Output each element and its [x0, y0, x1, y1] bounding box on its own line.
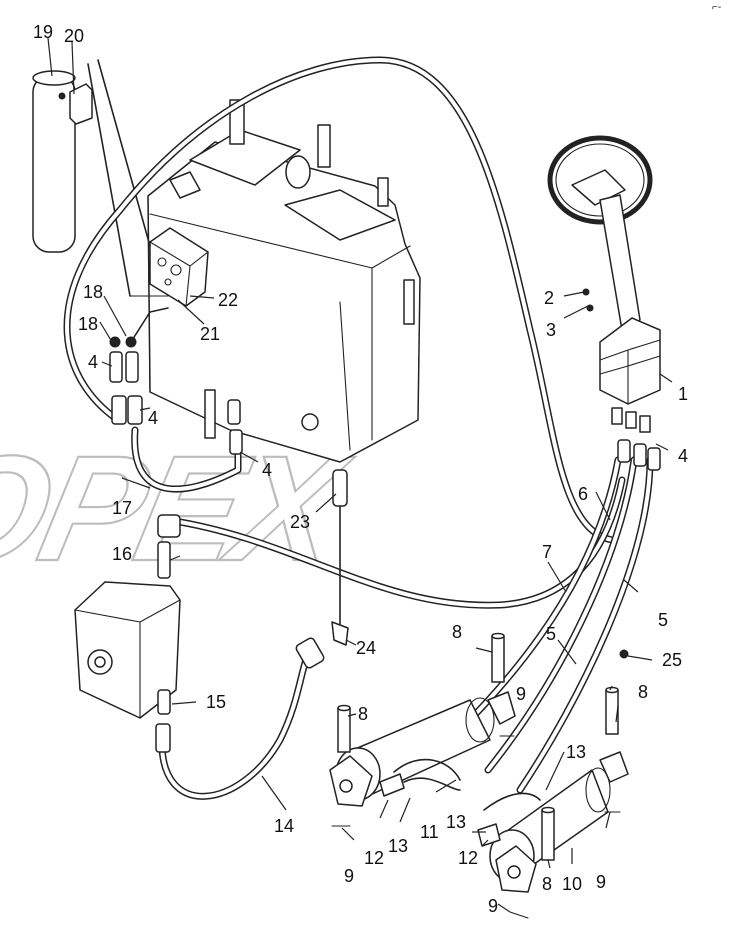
hydraulic-pump [74, 581, 181, 753]
callout-20: 20 [64, 26, 84, 46]
callout-13: 13 [446, 812, 466, 832]
oil-filter-canister [32, 70, 93, 253]
callout-15: 15 [206, 692, 226, 712]
callout-25: 25 [662, 650, 682, 670]
callout-17: 17 [112, 498, 132, 518]
callout-12: 12 [364, 848, 384, 868]
steering-cylinder-left [329, 632, 516, 827]
callout-22: 22 [218, 290, 238, 310]
callout-14: 14 [274, 816, 294, 836]
steering-cylinder-right [477, 649, 629, 919]
callout-8: 8 [542, 874, 552, 894]
corner-mark: ⌐- [712, 2, 721, 13]
callout-12: 12 [458, 848, 478, 868]
hoses-5 [456, 456, 654, 794]
callout-9: 9 [596, 872, 606, 892]
callout-5: 5 [658, 610, 668, 630]
callout-2: 2 [544, 288, 554, 308]
callout-3: 3 [546, 320, 556, 340]
callout-13: 13 [566, 742, 586, 762]
callout-5: 5 [546, 624, 556, 644]
callout-8: 8 [358, 704, 368, 724]
leader-lines [47, 37, 673, 913]
hose-loop-return [63, 56, 616, 544]
callout-7: 7 [542, 542, 552, 562]
callout-labels: 19 20 22 21 18 18 4 4 4 17 23 16 15 14 2… [33, 22, 688, 916]
callout-24: 24 [356, 638, 376, 658]
steering-wheel [547, 135, 661, 471]
callout-8: 8 [638, 682, 648, 702]
callout-9: 9 [516, 684, 526, 704]
callout-16: 16 [112, 544, 132, 564]
callout-6: 6 [578, 484, 588, 504]
callout-19: 19 [33, 22, 53, 42]
callout-21: 21 [200, 324, 220, 344]
clamp-24 [331, 621, 349, 646]
filter-line [87, 63, 131, 297]
hose-14 [158, 646, 314, 800]
callout-8: 8 [452, 622, 462, 642]
callout-23: 23 [290, 512, 310, 532]
callout-4: 4 [148, 408, 158, 428]
callout-9: 9 [344, 866, 354, 886]
callout-4: 4 [262, 460, 272, 480]
callout-4: 4 [678, 446, 688, 466]
hose-7 [164, 476, 626, 609]
callout-18: 18 [83, 282, 103, 302]
manifold-block [149, 227, 209, 307]
fitting-14-end [295, 637, 325, 669]
watermark-text: OPEX [0, 426, 362, 593]
callout-9: 9 [488, 896, 498, 916]
callout-4: 4 [88, 352, 98, 372]
callout-10: 10 [562, 874, 582, 894]
callout-18: 18 [78, 314, 98, 334]
callout-13: 13 [388, 836, 408, 856]
filter-line-2 [97, 59, 151, 247]
callout-11: 11 [420, 822, 439, 842]
fitting-23 [332, 469, 348, 507]
hose-17 [131, 426, 242, 493]
callout-1: 1 [678, 384, 688, 404]
